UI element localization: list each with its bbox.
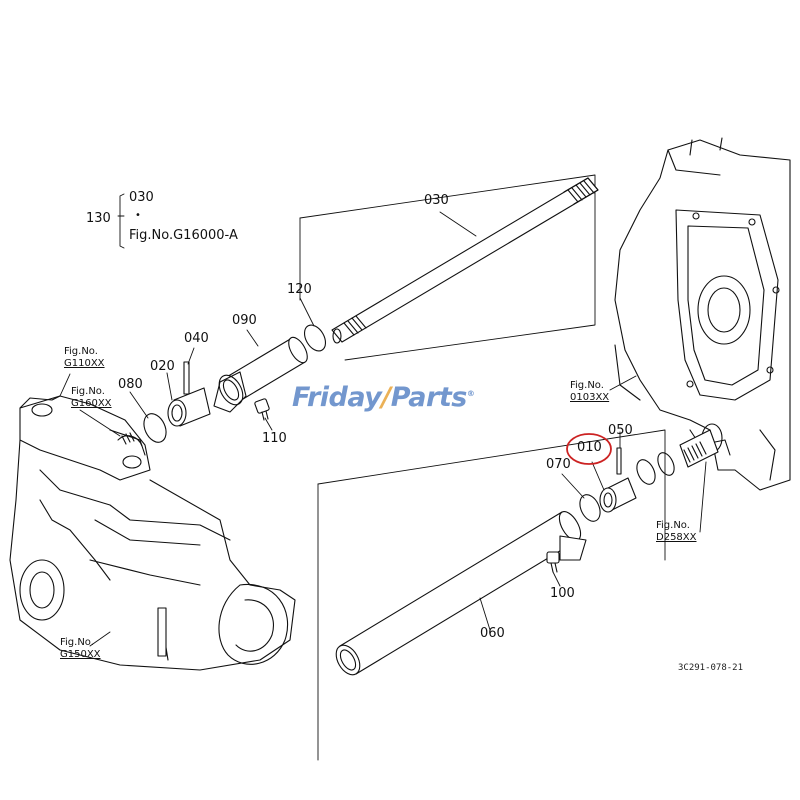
fig-ref-g160[interactable]: Fig.No. G160XX [71, 386, 112, 410]
bushing-010 [599, 477, 637, 513]
fig-ref-g160-prefix: Fig.No. [71, 386, 105, 397]
callout-030[interactable]: 030 [424, 193, 449, 208]
callout-110[interactable]: 110 [262, 431, 287, 446]
diagram-code: 3C291-078-21 [678, 663, 744, 673]
callout-120[interactable]: 120 [287, 282, 312, 297]
callout-080[interactable]: 080 [118, 377, 143, 392]
watermark-friday: Friday [292, 382, 382, 413]
fig-ref-g150-prefix: Fig.No. [60, 637, 94, 648]
front-axle-housing [9, 395, 296, 671]
pin-050 [616, 447, 622, 475]
fig-ref-0103-link[interactable]: 0103XX [570, 392, 610, 403]
callout-070[interactable]: 070 [546, 457, 571, 472]
snap-ring-a [657, 452, 675, 476]
snap-ring-b [636, 459, 656, 485]
bolt-110 [254, 398, 270, 421]
gear-shaft-d258 [679, 429, 719, 468]
fig-ref-g150-link[interactable]: G150XX [60, 649, 101, 660]
assembly-number: 130 [86, 211, 111, 226]
assembly-ref-030: 030 [129, 190, 154, 205]
pin-040 [183, 361, 190, 395]
callout-060[interactable]: 060 [480, 626, 505, 641]
fig-ref-d258[interactable]: Fig.No. D258XX [656, 520, 697, 544]
o-ring-070 [579, 494, 601, 522]
callout-020[interactable]: 020 [150, 359, 175, 374]
o-ring-080 [143, 413, 167, 443]
callout-090[interactable]: 090 [232, 313, 257, 328]
fig-ref-g110-link[interactable]: G110XX [64, 358, 105, 369]
bolt-100 [546, 551, 560, 573]
tube-090 [213, 336, 308, 413]
fig-ref-g160-link[interactable]: G160XX [71, 398, 112, 409]
fig-ref-g110-prefix: Fig.No. [64, 346, 98, 357]
assembly-dot: • [135, 210, 141, 221]
fig-ref-g110[interactable]: Fig.No. G110XX [64, 346, 105, 370]
shaft-030 [331, 177, 599, 344]
bushing-020 [167, 387, 211, 427]
watermark-slash: / [381, 382, 391, 413]
fig-ref-d258-prefix: Fig.No. [656, 520, 690, 531]
watermark-registered: ® [466, 389, 475, 398]
fig-ref-0103-prefix: Fig.No. [570, 380, 604, 391]
fig-ref-0103[interactable]: Fig.No. 0103XX [570, 380, 609, 404]
callout-050[interactable]: 050 [608, 423, 633, 438]
fig-ref-d258-link[interactable]: D258XX [656, 532, 697, 543]
watermark-parts: Parts [390, 382, 468, 413]
watermark-logo: Friday/Parts® [292, 382, 475, 413]
callout-040[interactable]: 040 [184, 331, 209, 346]
callout-100[interactable]: 100 [550, 586, 575, 601]
o-ring-120 [303, 324, 327, 352]
assembly-ref-fig: Fig.No.G16000-A [129, 228, 238, 243]
highlight-circle-010 [566, 433, 612, 465]
callout-010[interactable]: 010 [577, 440, 602, 455]
fig-ref-g150[interactable]: Fig.No. G150XX [60, 637, 101, 661]
leader-lines [59, 193, 707, 647]
tube-060 [335, 511, 587, 676]
reference-frames [299, 174, 666, 761]
